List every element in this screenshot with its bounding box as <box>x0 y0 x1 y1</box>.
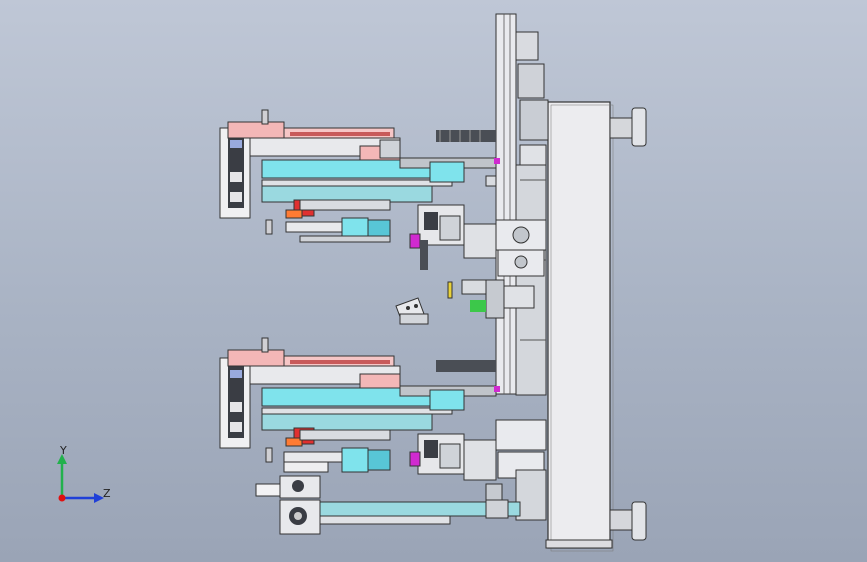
lower-gripper-unit <box>219 337 500 473</box>
y-axis-arrowhead <box>57 454 67 464</box>
coordinate-triad: Y Z <box>57 444 111 503</box>
floating-bracket <box>395 297 429 325</box>
z-axis-label: Z <box>103 487 111 500</box>
mounting-knob-bottom <box>609 501 647 541</box>
lower-mechanism-cluster <box>409 419 547 521</box>
upper-gripper-unit <box>219 109 500 243</box>
base-assembly <box>255 461 521 535</box>
z-axis-arrowhead <box>94 493 104 503</box>
upper-mechanism-cluster <box>409 204 547 319</box>
y-axis-label: Y <box>59 444 67 457</box>
mounting-knob-top <box>609 107 647 147</box>
vertical-column <box>495 13 549 396</box>
mounting-plate <box>545 101 614 552</box>
origin-dot <box>58 494 66 502</box>
